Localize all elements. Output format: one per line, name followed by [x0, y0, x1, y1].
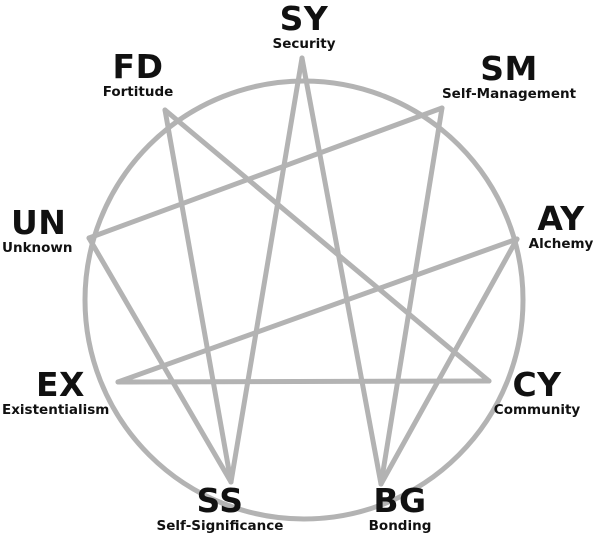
node-code-bg: BG — [373, 481, 427, 520]
node-label-fd: FD Fortitude — [94, 47, 182, 101]
edge-sy-ss — [228, 55, 305, 485]
node-code-ss: SS — [196, 481, 244, 520]
node-label-sy: SY Security — [253, 0, 355, 53]
edge-ex-ay — [115, 236, 520, 385]
connection-lines — [86, 55, 520, 487]
node-name-fd: Fortitude — [102, 84, 174, 100]
node-code-sy: SY — [279, 0, 329, 38]
edge-cy-ex — [115, 378, 492, 385]
edge-sy-bg — [299, 55, 384, 487]
edge-ay-bg — [378, 236, 520, 487]
node-label-un: UN Unknown — [2, 203, 86, 257]
node-code-cy: CY — [512, 365, 562, 404]
node-code-ex: EX — [36, 365, 85, 404]
node-name-bg: Bonding — [368, 518, 432, 534]
node-name-ay: Alchemy — [528, 236, 594, 252]
node-code-fd: FD — [112, 47, 164, 86]
edge-bg-sm — [378, 105, 445, 487]
node-code-ay: AY — [537, 199, 585, 238]
edge-sm-un — [86, 105, 445, 241]
edge-fd-cy — [162, 107, 492, 384]
edge-ss-fd — [162, 107, 234, 485]
node-code-sm: SM — [480, 49, 538, 88]
node-name-ex: Existentialism — [2, 402, 110, 418]
node-name-ss: Self-Significance — [156, 518, 284, 534]
node-name-un: Unknown — [2, 240, 73, 256]
node-label-cy: CY Community — [483, 365, 591, 419]
node-label-ex: EX Existentialism — [2, 365, 126, 419]
node-name-cy: Community — [493, 402, 581, 418]
node-label-sm: SM Self-Management — [428, 49, 590, 103]
outer-circle — [82, 78, 526, 522]
node-name-sy: Security — [272, 36, 336, 52]
edge-un-ss — [86, 235, 234, 485]
node-label-ay: AY Alchemy — [522, 199, 600, 253]
node-label-bg: BG Bonding — [346, 481, 454, 535]
node-label-ss: SS Self-Significance — [140, 481, 300, 535]
node-name-sm: Self-Management — [441, 86, 577, 102]
node-code-un: UN — [11, 203, 67, 242]
